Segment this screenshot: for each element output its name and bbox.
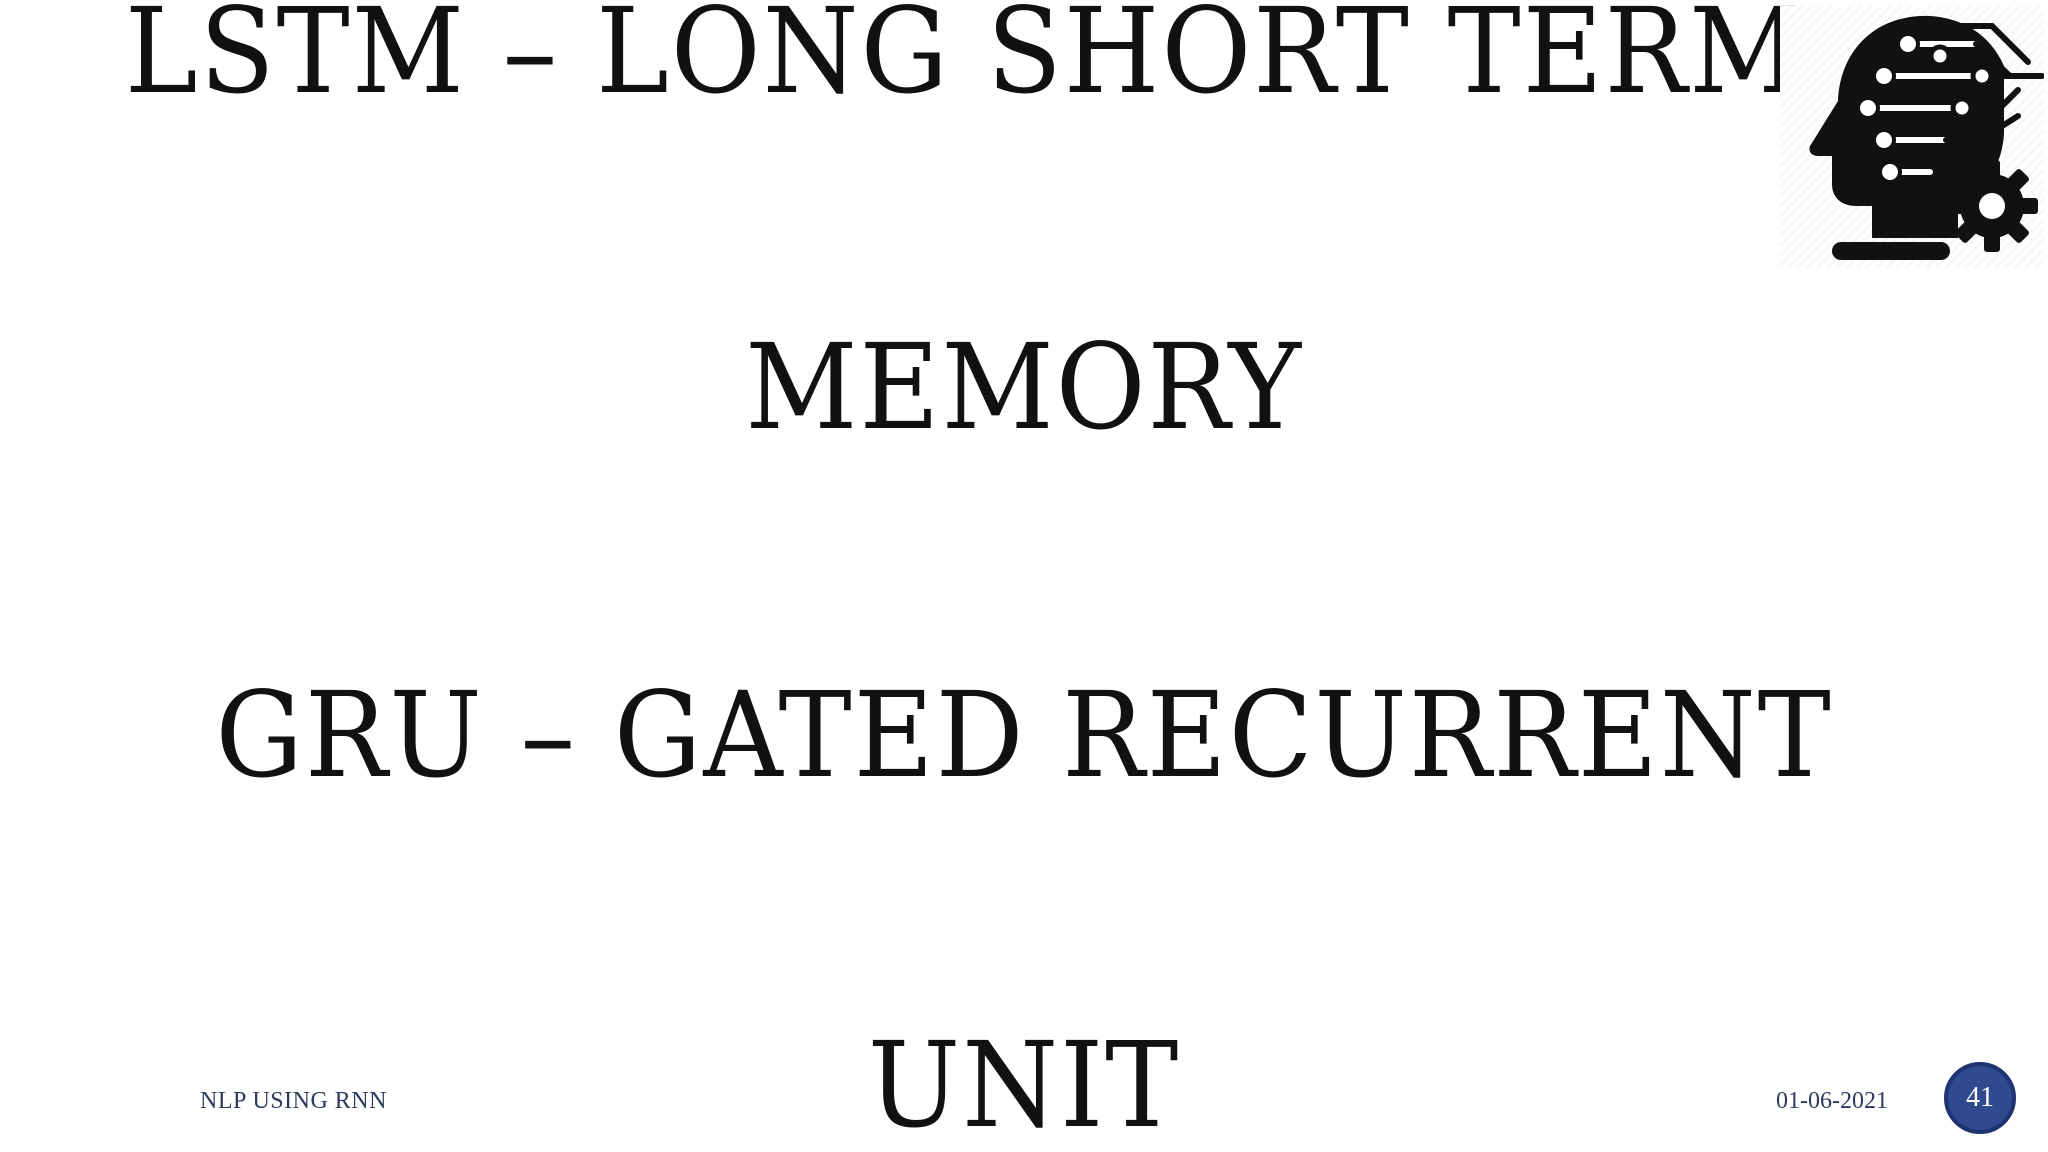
page-number-badge: 41: [1944, 1062, 2016, 1134]
headline-line-1: LSTM – LONG SHORT TERM: [124, 0, 1804, 120]
page-number: 41: [1966, 1082, 1994, 1113]
headline-line-4: UNIT: [867, 1016, 1181, 1152]
headline-line-3: GRU – GATED RECURRENT: [215, 666, 1833, 804]
footer-title: NLP USING RNN: [200, 1088, 387, 1114]
ai-head-circuit-gear-icon: [1780, 6, 2045, 268]
headline-line-2: MEMORY: [745, 318, 1303, 456]
footer-date: 01-06-2021: [1776, 1088, 1888, 1114]
